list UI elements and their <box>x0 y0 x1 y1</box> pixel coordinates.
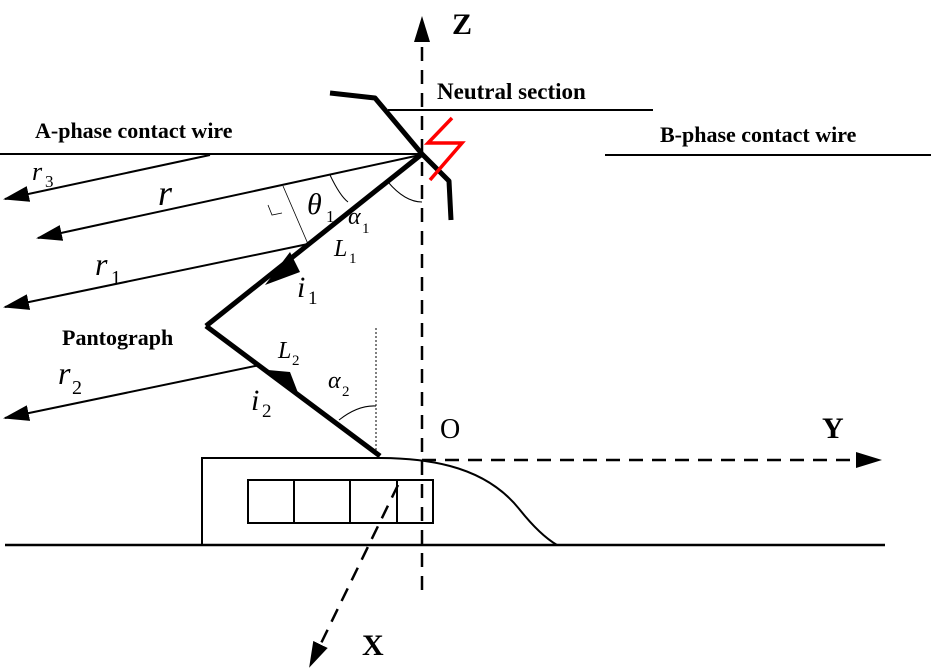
symbol-r2: r 2 <box>58 355 82 399</box>
symbol-r3: r 3 <box>32 157 54 191</box>
current-arrow-i1 <box>265 252 300 285</box>
alpha2-sub: 2 <box>342 384 350 400</box>
locomotive-windows <box>247 479 434 524</box>
pantograph-label: Pantograph <box>62 325 173 350</box>
origin-label: O <box>440 414 460 445</box>
theta1-main: θ <box>307 188 322 221</box>
symbol-r1: r 1 <box>95 246 121 289</box>
r-arrow <box>36 154 421 241</box>
symbol-theta1: θ 1 <box>307 188 335 226</box>
symbol-r: r <box>158 173 173 213</box>
locomotive-body <box>201 457 558 546</box>
pantograph-upper-arm <box>204 152 424 328</box>
symbol-L1: L 1 <box>333 236 357 267</box>
r1-main: r <box>95 246 108 282</box>
r1-sub: 1 <box>111 267 121 289</box>
symbol-alpha2: α 2 <box>328 368 350 400</box>
r3-main: r <box>32 157 43 186</box>
i1-sub: 1 <box>308 288 318 309</box>
pantograph-head <box>329 90 454 221</box>
i2-sub: 2 <box>262 401 272 422</box>
alpha2-main: α <box>328 368 341 394</box>
r3-sub: 3 <box>45 172 54 191</box>
x-axis <box>308 484 400 668</box>
symbol-i1: i 1 <box>297 271 318 309</box>
theta1-arc <box>329 174 349 203</box>
right-angle-mark <box>267 204 283 216</box>
current-arrow-i2 <box>268 370 300 398</box>
r-main: r <box>158 173 173 213</box>
alpha1-main: α <box>348 204 361 230</box>
symbol-i2: i 2 <box>251 384 272 422</box>
alpha1-arc <box>387 181 423 203</box>
alpha1-sub: 1 <box>362 221 370 237</box>
x-axis-label: X <box>362 629 384 662</box>
arc-spark <box>423 116 466 182</box>
a-phase-label: A-phase contact wire <box>35 118 233 143</box>
L1-sub: 1 <box>349 251 357 267</box>
L2-main: L <box>277 338 291 364</box>
r2-main: r <box>58 355 71 391</box>
r2-arrow <box>3 364 261 421</box>
L1-main: L <box>333 236 347 262</box>
neutral-section-label: Neutral section <box>437 79 586 104</box>
symbol-L2: L 2 <box>277 338 300 369</box>
r3-arrow <box>3 154 211 202</box>
theta1-sub: 1 <box>326 207 335 226</box>
alpha2-arc <box>338 405 377 421</box>
r2-sub: 2 <box>72 377 82 399</box>
r1-arrow <box>3 243 309 310</box>
perpendicular-helper <box>282 185 309 245</box>
i1-main: i <box>297 271 305 304</box>
symbol-alpha1: α 1 <box>348 204 370 237</box>
y-axis-label: Y <box>822 412 844 445</box>
L2-sub: 2 <box>292 353 300 369</box>
b-phase-label: B-phase contact wire <box>660 122 857 147</box>
z-axis-label: Z <box>452 8 472 41</box>
i2-main: i <box>251 384 259 417</box>
